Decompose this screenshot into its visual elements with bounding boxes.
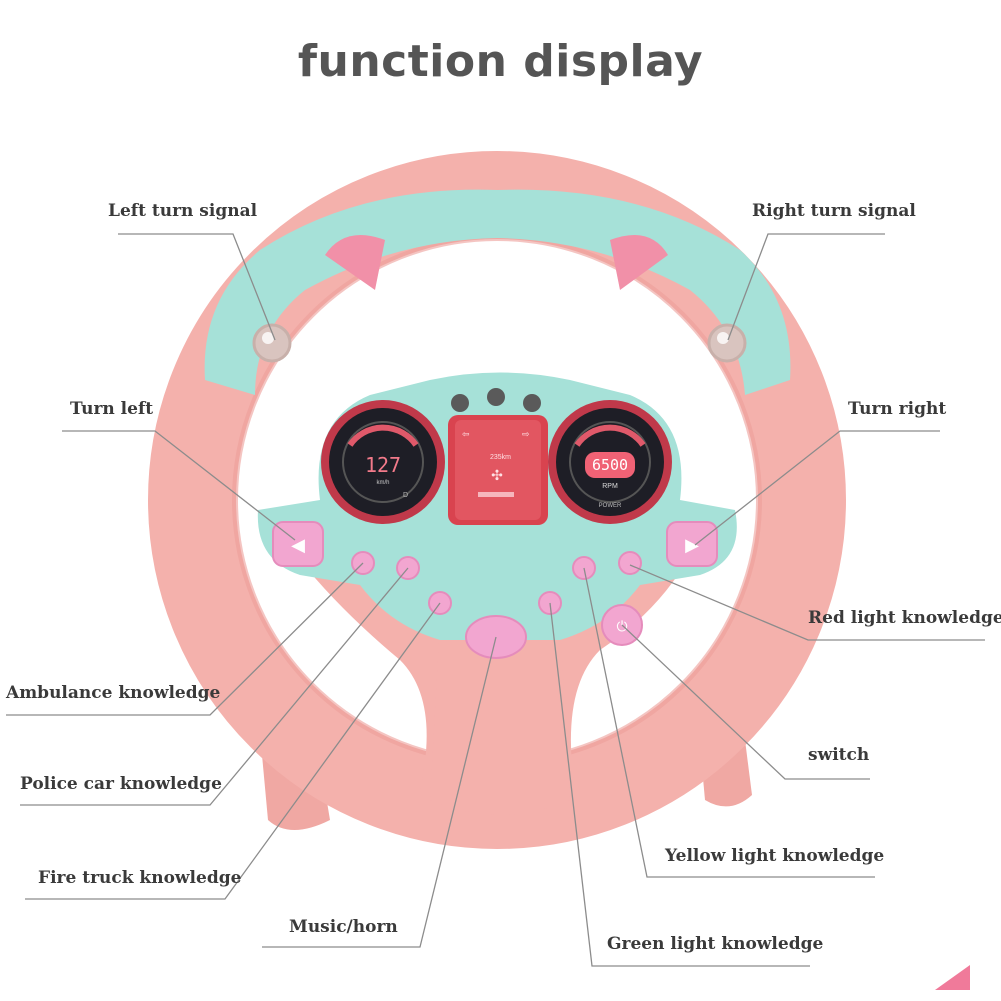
label-switch: switch	[808, 745, 870, 765]
right-gauge-unit: RPM	[602, 483, 618, 490]
label-turn-left: Turn left	[70, 399, 154, 419]
label-music-horn: Music/horn	[289, 917, 398, 937]
right-gauge-caption: POWER	[599, 503, 622, 509]
label-ambulance: Ambulance knowledge	[6, 683, 221, 703]
leader-lines	[6, 233, 985, 967]
right-gauge-value: 6500	[592, 456, 628, 474]
center-distance: 235km	[490, 454, 511, 461]
left-gauge-value: 127	[365, 453, 401, 477]
left-ear-accent	[325, 235, 385, 290]
leader-switch	[621, 624, 870, 780]
leader-red-light	[629, 564, 985, 641]
leader-turn-left	[62, 430, 296, 541]
leader-fire-truck	[25, 602, 441, 900]
page-title: function display	[297, 36, 704, 87]
leader-green-light	[549, 602, 810, 967]
label-left-turn-signal: Left turn signal	[108, 201, 258, 221]
power-icon: ⏻	[616, 618, 627, 634]
leader-ambulance	[6, 562, 364, 716]
label-right-turn-signal: Right turn signal	[752, 201, 916, 221]
right-turn-signal-light	[707, 323, 747, 363]
turn-right-arrow-icon: ▶	[685, 535, 699, 555]
right-arrow-icon: ⇨	[522, 429, 530, 439]
center-spoke	[430, 620, 570, 815]
label-green-light: Green light knowledge	[607, 934, 824, 954]
label-turn-right: Turn right	[848, 399, 947, 419]
label-fire-truck: Fire truck knowledge	[38, 868, 242, 888]
corner-accent	[935, 965, 970, 990]
label-yellow-light: Yellow light knowledge	[665, 846, 885, 866]
left-gauge-unit: km/h	[376, 480, 389, 486]
right-ear-accent	[610, 235, 668, 290]
leader-right-turn-signal	[727, 233, 885, 341]
label-red-light: Red light knowledge	[808, 608, 1001, 628]
leader-left-turn-signal	[118, 233, 276, 341]
leader-yellow-light	[583, 567, 875, 878]
red-light-button[interactable]	[618, 551, 642, 575]
label-police-car: Police car knowledge	[20, 774, 222, 794]
leader-police-car	[20, 567, 409, 806]
leader-turn-right	[694, 430, 940, 546]
indicator-light-1	[451, 394, 469, 412]
indicator-light-3	[523, 394, 541, 412]
turn-right-button[interactable]	[666, 521, 718, 567]
leader-music-horn	[262, 636, 497, 948]
gauge-d-label: D	[403, 492, 408, 499]
indicator-light-2	[487, 388, 505, 406]
left-arrow-icon: ⇦	[462, 429, 470, 439]
left-turn-signal-light	[252, 323, 292, 363]
fan-icon: ✣	[491, 467, 503, 483]
